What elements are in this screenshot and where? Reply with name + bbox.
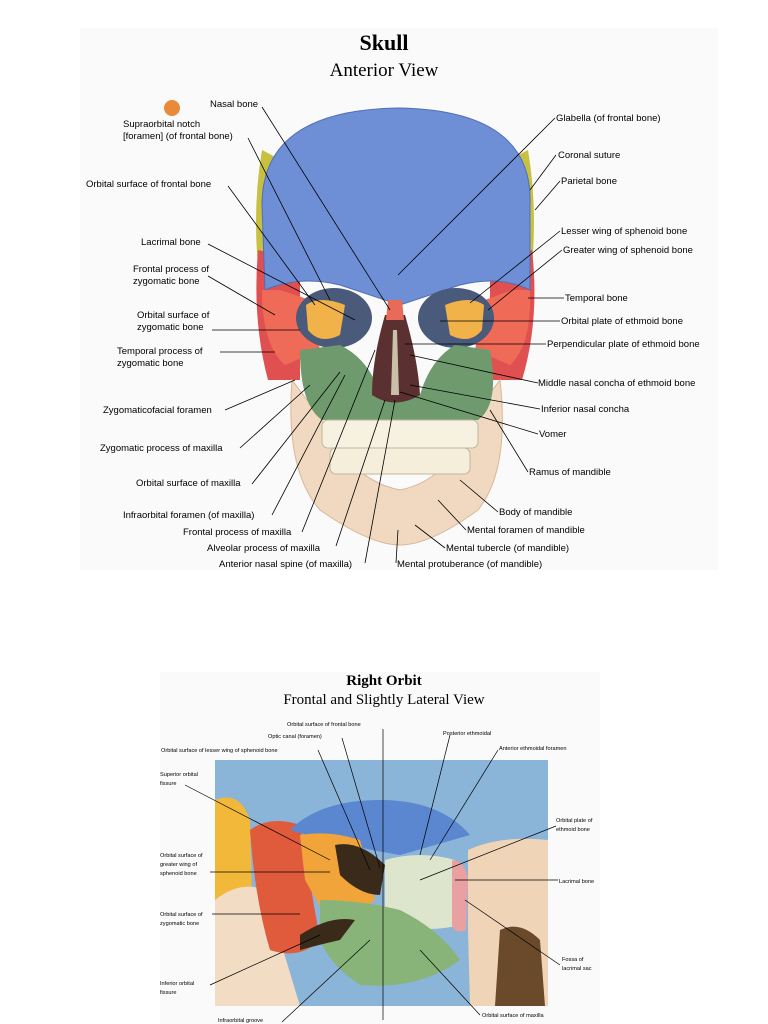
label-temporal-process-zyg-2: zygomatic bone	[117, 358, 184, 369]
orbit-label-optic-canal: Optic canal (foramen)	[268, 734, 322, 740]
label-frontal-process-zyg-2: zygomatic bone	[133, 276, 200, 287]
orbit-label-posterior-ethmoidal: Posterior ethmoidal	[443, 731, 491, 737]
label-vomer: Vomer	[539, 429, 566, 440]
maxilla-orbital-shape	[320, 900, 460, 986]
frontal-bone-shape	[261, 107, 531, 306]
label-temporal-process-zyg-1: Temporal process of	[117, 346, 203, 357]
orbit-label-orbital-plate-2: ethmoid bone	[556, 827, 590, 833]
label-zygomatic-process-maxilla: Zygomatic process of maxilla	[100, 443, 223, 454]
orbit-leader-lines	[184, 729, 561, 1023]
label-frontal-process-maxilla: Frontal process of maxilla	[183, 527, 292, 538]
label-glabella: Glabella (of frontal bone)	[556, 113, 661, 124]
label-parietal-bone: Parietal bone	[561, 176, 617, 187]
label-mental-tubercle: Mental tubercle (of mandible)	[446, 543, 569, 554]
orbit-title: Right Orbit	[346, 673, 422, 689]
label-supraorbital-notch-1: Supraorbital notch	[123, 119, 200, 130]
maxilla-beige-shape	[215, 886, 300, 1006]
orbit-label-fossa-1: Fossa of	[562, 957, 584, 963]
label-alveolar-process-maxilla: Alveolar process of maxilla	[207, 543, 321, 554]
label-mental-foramen: Mental foramen of mandible	[467, 525, 585, 536]
orbit-label-zygomatic-1: Orbital surface of	[160, 912, 203, 918]
skull-title: Skull	[359, 30, 409, 55]
orbit-label-orbital-surface-maxilla: Orbital surface of maxilla	[482, 1013, 544, 1019]
label-frontal-process-zyg-1: Frontal process of	[133, 264, 209, 275]
label-zygomaticofacial-foramen: Zygomaticofacial foramen	[103, 405, 212, 416]
label-orbital-surface-frontal: Orbital surface of frontal bone	[86, 179, 211, 190]
label-ramus-mandible: Ramus of mandible	[529, 467, 611, 478]
orbit-label-orbital-plate-1: Orbital plate of	[556, 818, 593, 824]
teeth-lower-shape	[329, 447, 471, 475]
label-perpendicular-plate: Perpendicular plate of ethmoid bone	[547, 339, 700, 350]
orbit-label-greater-wing-2: greater wing of	[160, 862, 197, 868]
inferior-fissure-shape	[300, 919, 355, 950]
label-middle-nasal-concha: Middle nasal concha of ethmoid bone	[538, 378, 695, 389]
label-temporal-bone: Temporal bone	[565, 293, 628, 304]
vomer-shape	[391, 330, 399, 395]
orbit-label-zygomatic-2: zygomatic bone	[160, 921, 199, 927]
label-supraorbital-notch-2: [foramen] (of frontal bone)	[123, 131, 233, 142]
label-greater-wing: Greater wing of sphenoid bone	[563, 245, 693, 256]
zygomatic-yellow-shape	[215, 797, 252, 915]
shell-icon	[164, 100, 180, 116]
orbit-label-inferior-fissure-1: Inferior orbital	[160, 981, 194, 987]
label-orbital-plate-ethmoid: Orbital plate of ethmoid bone	[561, 316, 683, 327]
orbit-label-greater-wing-3: sphenoid bone	[160, 871, 197, 877]
superior-fissure-shape	[335, 844, 385, 895]
label-orbital-surface-zyg-1: Orbital surface of	[137, 310, 210, 321]
label-infraorbital-foramen: Infraorbital foramen (of maxilla)	[123, 510, 254, 521]
mandible-shape	[290, 378, 503, 546]
skull-subtitle: Anterior View	[329, 60, 439, 81]
label-coronal-suture: Coronal suture	[558, 150, 620, 161]
orbit-label-lacrimal-bone: Lacrimal bone	[559, 879, 594, 885]
fossa-dark-shape	[495, 926, 545, 1006]
ethmoid-plate-shape	[385, 855, 460, 929]
orbit-label-fossa-2: lacrimal sac	[562, 966, 592, 972]
orbit-label-orbital-surface-frontal: Orbital surface of frontal bone	[287, 722, 361, 728]
orbit-label-anterior-ethmoidal: Anterior ethmoidal foramen	[499, 746, 566, 752]
label-mental-protuberance: Mental protuberance (of mandible)	[397, 559, 542, 570]
orbit-label-greater-wing-1: Orbital surface of	[160, 853, 203, 859]
label-orbital-surface-maxilla: Orbital surface of maxilla	[136, 478, 241, 489]
skull-leader-lines	[207, 106, 564, 564]
orbit-label-inferior-fissure-2: fissure	[160, 990, 176, 996]
maxilla-shape	[300, 345, 494, 420]
label-orbital-surface-zyg-2: zygomatic bone	[137, 322, 204, 333]
label-anterior-nasal-spine: Anterior nasal spine (of maxilla)	[219, 559, 352, 570]
orbit-subtitle: Frontal and Slightly Lateral View	[283, 692, 485, 708]
label-body-mandible: Body of mandible	[499, 507, 572, 518]
label-lesser-wing: Lesser wing of sphenoid bone	[561, 226, 687, 237]
label-nasal-bone: Nasal bone	[210, 99, 258, 110]
greater-wing-right-shape	[445, 300, 484, 339]
orbit-label-infraorbital-groove: Infraorbital groove	[218, 1018, 263, 1024]
orbit-label-superior-fissure-2: fissure	[160, 781, 176, 787]
label-inferior-nasal-concha: Inferior nasal concha	[541, 404, 630, 415]
label-lacrimal-bone: Lacrimal bone	[141, 237, 201, 248]
lacrimal-shape	[452, 860, 468, 932]
orbit-label-superior-fissure-1: Superior orbital	[160, 772, 198, 778]
orbit-label-lesser-wing: Orbital surface of lesser wing of spheno…	[161, 748, 278, 754]
nasal-bone-shape	[386, 300, 404, 320]
